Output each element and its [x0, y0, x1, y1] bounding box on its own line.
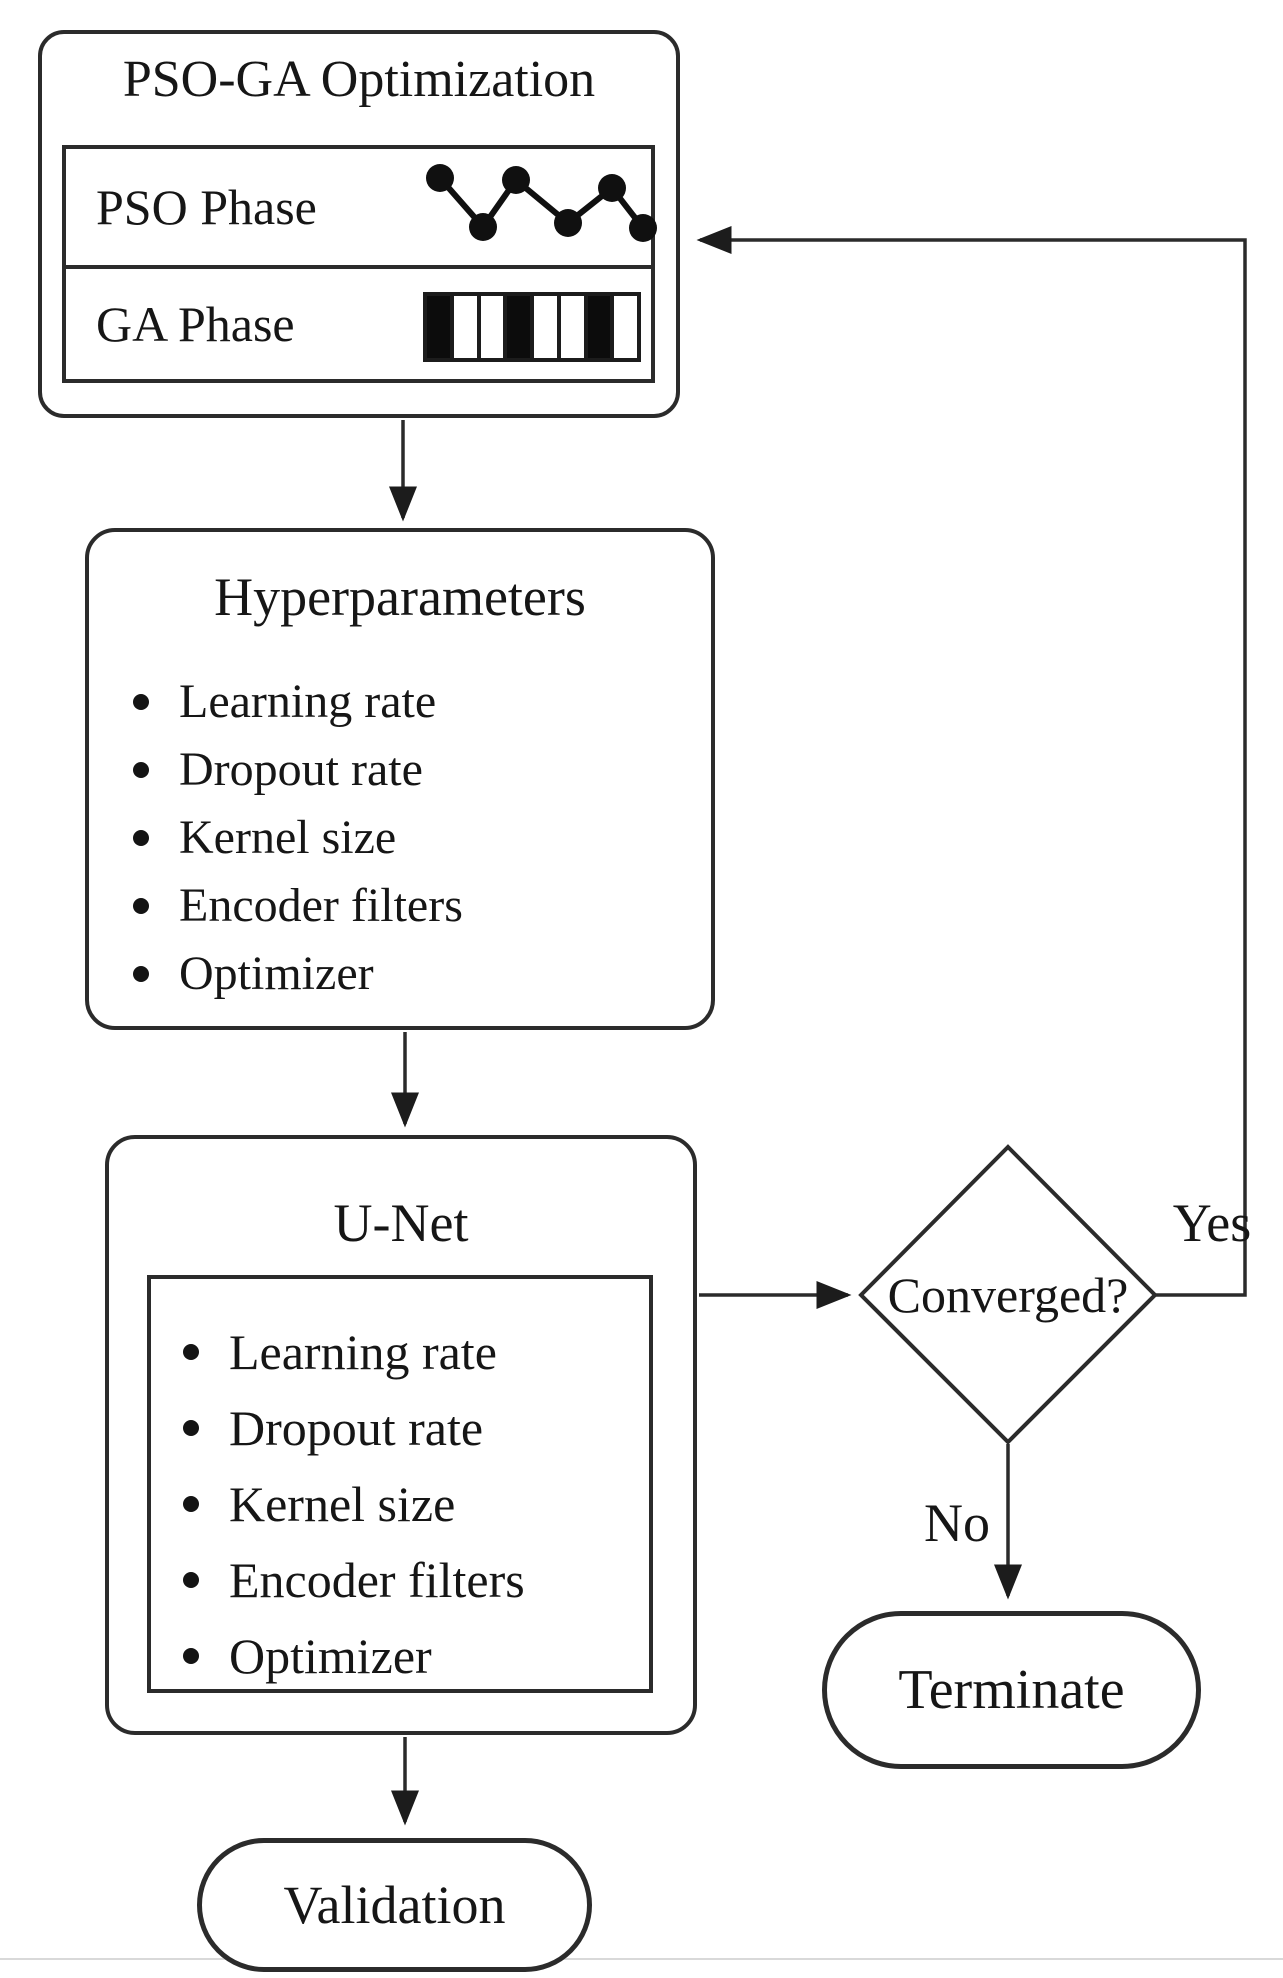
converged-label: Converged?	[887, 1267, 1129, 1323]
terminate-label: Terminate	[898, 1659, 1125, 1721]
validation-node: Validation	[197, 1838, 592, 1972]
phase-subbox: PSO Phase GA Phase	[62, 145, 655, 383]
ga-gene-filled	[583, 296, 611, 358]
page-edge-line	[0, 1958, 1283, 1960]
list-item: Optimizer	[183, 1618, 525, 1694]
pso-particle-dot	[469, 213, 497, 241]
list-item: Dropout rate	[133, 736, 463, 804]
unet-title: U-Net	[333, 1193, 469, 1253]
bullet-icon	[133, 762, 149, 778]
pso-particle-dot	[598, 174, 626, 202]
list-item-label: Optimizer	[179, 947, 374, 1000]
list-item-label: Encoder filters	[229, 1552, 525, 1608]
terminate-node: Terminate	[822, 1611, 1201, 1769]
bullet-icon	[183, 1344, 199, 1360]
list-item: Learning rate	[183, 1314, 525, 1390]
list-item: Kernel size	[183, 1466, 525, 1542]
pso-phase-label: PSO Phase	[96, 179, 317, 235]
no-branch-label: No	[924, 1493, 990, 1553]
zigzag-line-chart-icon	[426, 164, 657, 242]
list-item-label: Kernel size	[179, 811, 397, 864]
bullet-icon	[133, 694, 149, 710]
ga-gene-empty	[449, 296, 477, 358]
ga-gene-empty	[556, 296, 584, 358]
list-item: Optimizer	[133, 940, 463, 1008]
validation-label: Validation	[283, 1875, 506, 1935]
list-item: Dropout rate	[183, 1390, 525, 1466]
unet-hyperparameter-list: Learning rate Dropout rate Kernel size E…	[183, 1314, 525, 1694]
hyperparameters-box	[85, 528, 715, 1030]
bullet-icon	[183, 1572, 199, 1588]
hyperparameters-list: Learning rate Dropout rate Kernel size E…	[133, 668, 463, 1008]
list-item-label: Optimizer	[229, 1628, 432, 1684]
ga-gene-filled	[503, 296, 530, 358]
bullet-icon	[183, 1496, 199, 1512]
ga-gene-filled	[427, 296, 450, 358]
ga-gene-empty	[610, 296, 637, 358]
ga-phase-label: GA Phase	[96, 296, 295, 352]
bullet-icon	[133, 898, 149, 914]
list-item: Encoder filters	[183, 1542, 525, 1618]
hyperparameters-title: Hyperparameters	[214, 567, 586, 627]
arrow-yes-feedback-to-psoga	[696, 226, 1247, 1297]
list-item: Kernel size	[133, 804, 463, 872]
yes-branch-label: Yes	[1172, 1193, 1252, 1253]
bullet-icon	[183, 1420, 199, 1436]
pso-ga-title: PSO-GA Optimization	[122, 51, 596, 108]
ga-gene-empty	[530, 296, 557, 358]
list-item-label: Encoder filters	[179, 879, 463, 932]
list-item-label: Dropout rate	[179, 743, 423, 796]
pso-particle-dot	[426, 164, 454, 192]
pso-phase-row: PSO Phase	[66, 149, 651, 265]
bullet-icon	[133, 830, 149, 846]
bullet-icon	[183, 1648, 199, 1664]
list-item: Learning rate	[133, 668, 463, 736]
list-item-label: Dropout rate	[229, 1400, 484, 1456]
converged-diamond	[858, 1144, 1158, 1445]
list-item-label: Kernel size	[229, 1476, 456, 1532]
binary-chromosome-bar-icon	[423, 292, 641, 362]
list-item-label: Learning rate	[179, 675, 437, 728]
pso-particle-dot	[554, 209, 582, 237]
list-item-label: Learning rate	[229, 1324, 497, 1380]
list-item: Encoder filters	[133, 872, 463, 940]
bullet-icon	[133, 966, 149, 982]
ga-gene-empty	[476, 296, 504, 358]
unet-inner-box	[147, 1275, 653, 1693]
pso-particle-dot	[629, 214, 657, 242]
ga-phase-row: GA Phase	[66, 265, 651, 379]
pso-particle-dot	[502, 166, 530, 194]
